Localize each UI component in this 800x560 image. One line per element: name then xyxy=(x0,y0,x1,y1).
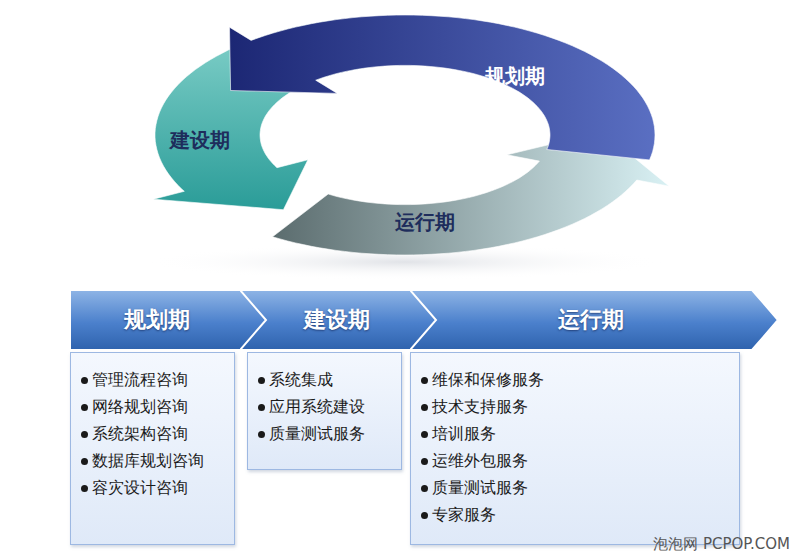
list-item: 质量测试服务 xyxy=(269,424,365,445)
bullet-dot xyxy=(421,485,428,492)
list-row: 质量测试服务 xyxy=(421,475,739,502)
list-row: 维保和保修服务 xyxy=(421,367,739,394)
service-list: 系统集成应用系统建设质量测试服务 xyxy=(247,352,402,470)
list-item: 专家服务 xyxy=(432,505,496,526)
bullet-dot xyxy=(81,404,88,411)
list-row: 系统架构咨询 xyxy=(81,421,234,448)
list-item: 网络规划咨询 xyxy=(92,397,188,418)
list-item: 培训服务 xyxy=(432,424,496,445)
phase-chevron: 运行期 xyxy=(410,290,778,350)
service-list: 管理流程咨询网络规划咨询系统架构咨询数据库规划咨询容灾设计咨询 xyxy=(70,352,235,545)
arrow-body xyxy=(273,132,670,255)
bullet-dot xyxy=(258,404,265,411)
list-row: 应用系统建设 xyxy=(258,394,401,421)
phase-header: 运行期 xyxy=(558,305,624,335)
bullet-dot xyxy=(81,431,88,438)
bullet-dot xyxy=(421,458,428,465)
arrow-body xyxy=(153,19,367,210)
list-item: 应用系统建设 xyxy=(269,397,365,418)
arrow-body xyxy=(230,15,656,160)
bullet-dot xyxy=(81,458,88,465)
phase-chevron: 规划期 xyxy=(70,290,270,350)
list-item: 维保和保修服务 xyxy=(432,370,544,391)
list-row: 专家服务 xyxy=(421,502,739,529)
bullet-dot xyxy=(81,485,88,492)
bullet-dot xyxy=(258,431,265,438)
list-row: 质量测试服务 xyxy=(258,421,401,448)
bullet-dot xyxy=(81,377,88,384)
bullet-dot xyxy=(421,377,428,384)
cycle-arrow: 规划期 xyxy=(0,0,800,285)
bullet-dot xyxy=(258,377,265,384)
list-item: 容灾设计咨询 xyxy=(92,478,188,499)
list-item: 系统集成 xyxy=(269,370,333,391)
phase-label: 建设期 xyxy=(170,127,230,154)
list-row: 网络规划咨询 xyxy=(81,394,234,421)
list-item: 管理流程咨询 xyxy=(92,370,188,391)
list-row: 运维外包服务 xyxy=(421,448,739,475)
phase-chevron: 建设期 xyxy=(240,290,440,350)
list-row: 容灾设计咨询 xyxy=(81,475,234,502)
bullet-dot xyxy=(421,431,428,438)
chevron-body xyxy=(410,290,778,350)
list-row: 数据库规划咨询 xyxy=(81,448,234,475)
list-item: 系统架构咨询 xyxy=(92,424,188,445)
bullet-dot xyxy=(421,512,428,519)
list-item: 运维外包服务 xyxy=(432,451,528,472)
bullet-dot xyxy=(421,404,428,411)
phase-label: 运行期 xyxy=(395,209,455,236)
chevron-body xyxy=(240,290,440,350)
list-row: 管理流程咨询 xyxy=(81,367,234,394)
list-row: 培训服务 xyxy=(421,421,739,448)
phase-label: 规划期 xyxy=(485,63,545,90)
watermark: 泡泡网 PCPOP.COM xyxy=(653,535,790,554)
list-item: 技术支持服务 xyxy=(432,397,528,418)
list-row: 技术支持服务 xyxy=(421,394,739,421)
phase-header: 建设期 xyxy=(304,305,370,335)
chevron-body xyxy=(70,290,270,350)
list-item: 质量测试服务 xyxy=(432,478,528,499)
arrow-shape xyxy=(0,0,800,285)
list-item: 数据库规划咨询 xyxy=(92,451,204,472)
service-list: 维保和保修服务技术支持服务培训服务运维外包服务质量测试服务专家服务 xyxy=(410,352,740,545)
list-row: 系统集成 xyxy=(258,367,401,394)
phase-header: 规划期 xyxy=(124,305,190,335)
